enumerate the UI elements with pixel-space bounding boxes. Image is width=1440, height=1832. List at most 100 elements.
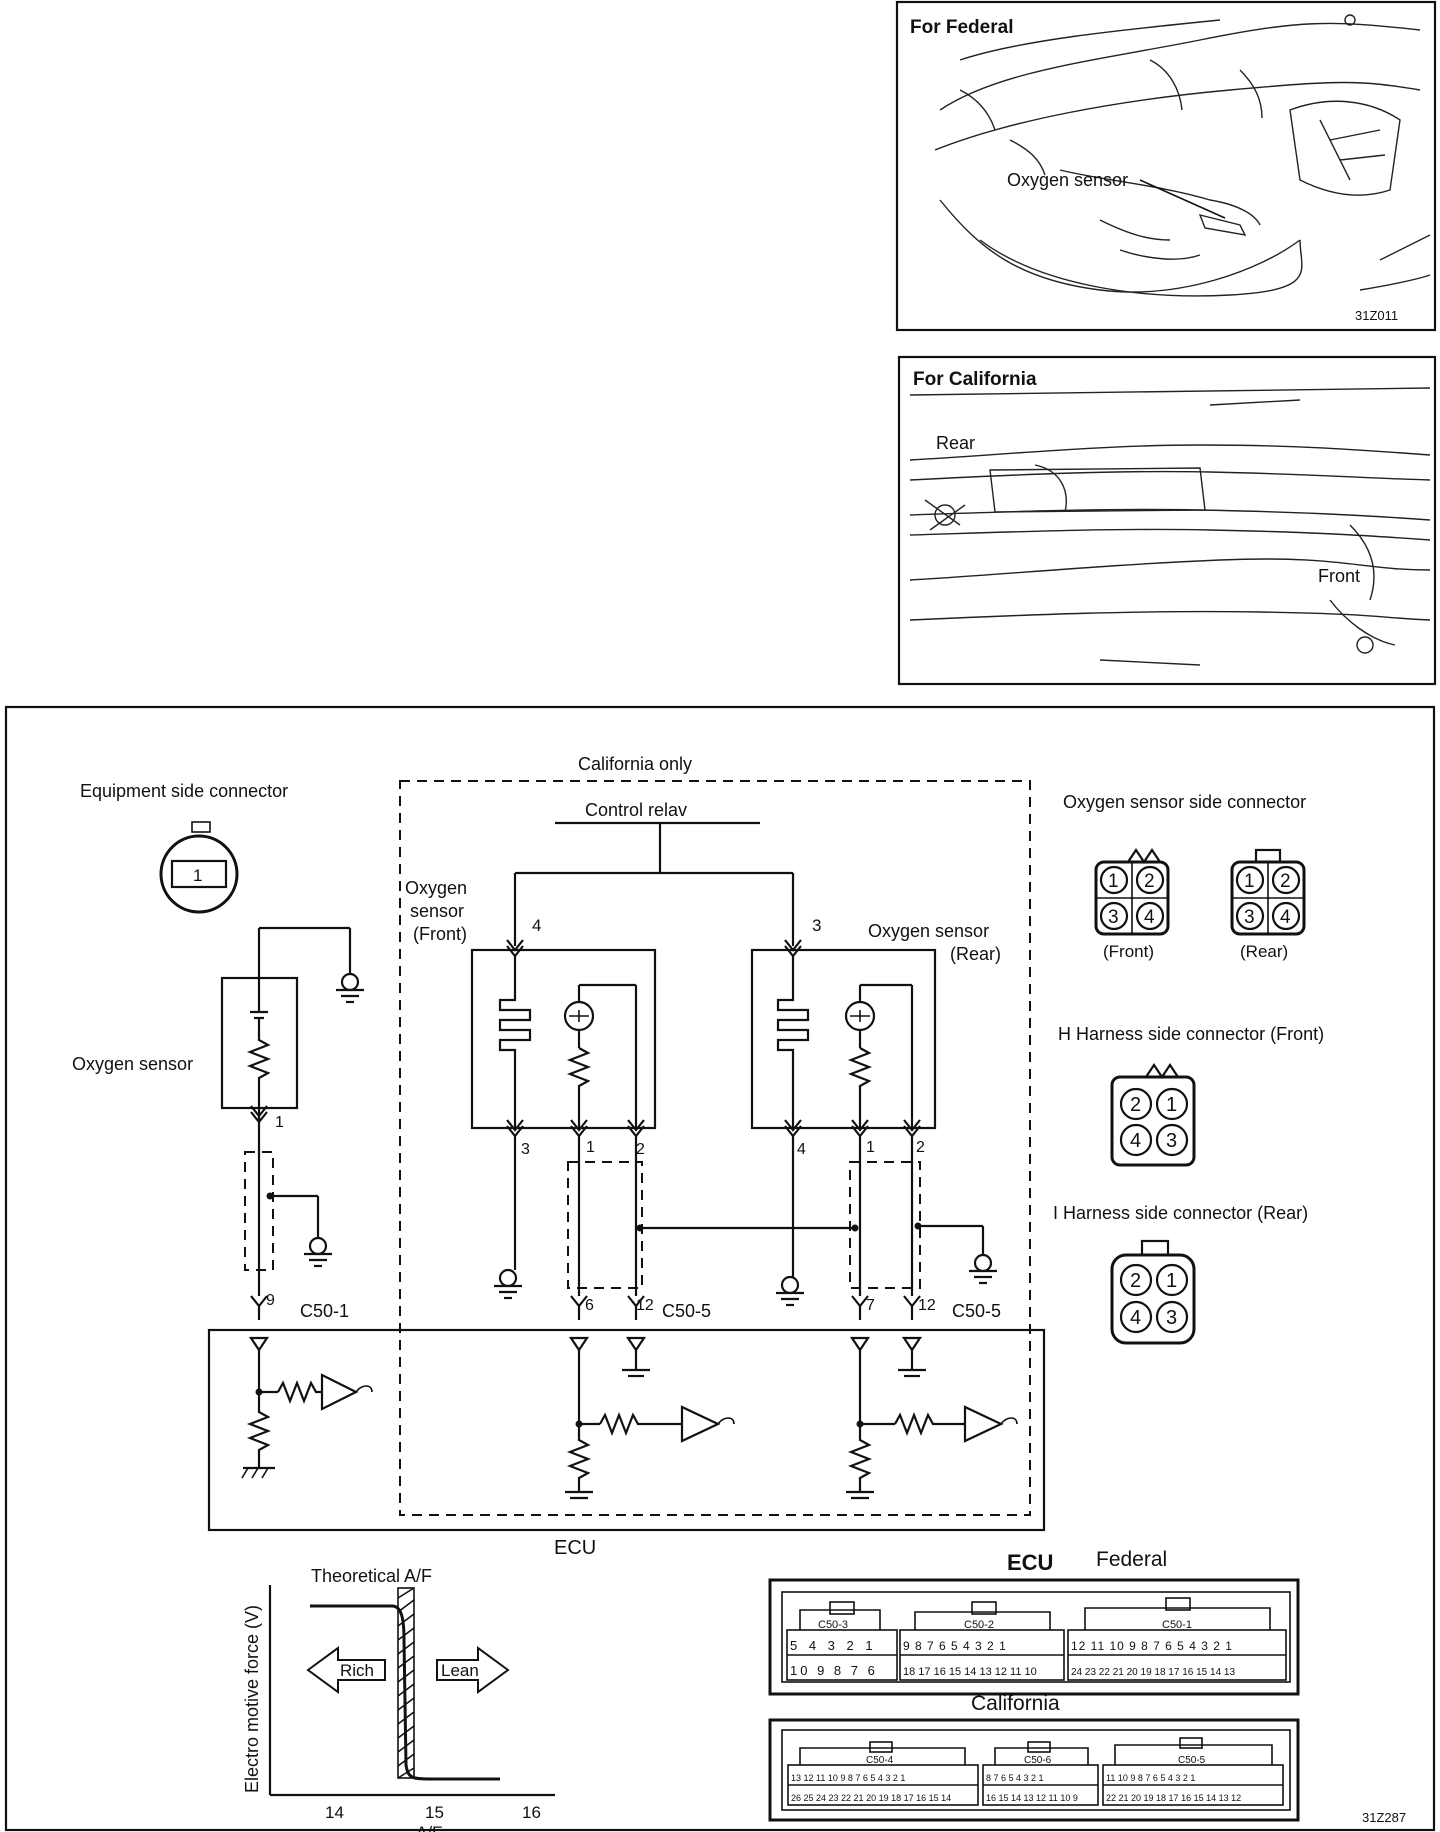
h-harness-connector: H Harness side connector (Front) 2 1 4 3 bbox=[1058, 1024, 1324, 1167]
equipment-pin-1: 1 bbox=[193, 866, 202, 885]
graph-ylabel: Electro motive force (V) bbox=[242, 1605, 262, 1793]
svg-text:5 4 3 2 1: 5 4 3 2 1 bbox=[790, 1638, 877, 1653]
federal-pin-1: 1 bbox=[275, 1114, 284, 1131]
svg-text:26 25 24 23 22 21 20 19 18 17: 26 25 24 23 22 21 20 19 18 17 16 15 14 bbox=[791, 1793, 951, 1803]
control-relay: Control relav bbox=[513, 800, 795, 946]
california-only-label: California only bbox=[578, 754, 692, 774]
equipment-side-connector: Equipment side connector 1 bbox=[80, 781, 288, 914]
svg-text:4: 4 bbox=[1130, 1130, 1141, 1152]
ecu-box: ECU bbox=[207, 1328, 1046, 1559]
o2-side-connector-label: Oxygen sensor side connector bbox=[1063, 792, 1306, 812]
svg-text:16 15 14 13 12 11 10 9: 16 15 14 13 12 11 10 9 bbox=[986, 1793, 1078, 1803]
front-pin-2: 2 bbox=[636, 1141, 645, 1158]
graph-tick-16: 16 bbox=[522, 1803, 541, 1822]
svg-text:12 11 10 9 8 7 6 5 4 3 2 1: 12 11 10 9 8 7 6 5 4 3 2 1 bbox=[1071, 1639, 1233, 1653]
federal-title: For Federal bbox=[910, 17, 1013, 38]
h-harness-label: H Harness side connector (Front) bbox=[1058, 1024, 1324, 1044]
svg-text:22 21 20 19 18 17 16 15 14 13: 22 21 20 19 18 17 16 15 14 13 12 bbox=[1106, 1793, 1241, 1803]
svg-text:9 8 7 6 5 4 3 2 1: 9 8 7 6 5 4 3 2 1 bbox=[903, 1639, 1007, 1653]
federal-c50-3: C50-3 bbox=[818, 1619, 848, 1631]
graph-tick-15: 15 bbox=[425, 1803, 444, 1822]
rear-pin-3: 3 bbox=[812, 916, 821, 935]
svg-text:11 10 9 8 7 6 5 4 3 2 1: 11 10 9 8 7 6 5 4 3 2 1 bbox=[1106, 1773, 1195, 1783]
california-connector-title: California bbox=[971, 1692, 1060, 1715]
front-pin-4: 4 bbox=[532, 916, 541, 935]
ecu-figure-code: 31Z287 bbox=[1362, 1810, 1406, 1825]
california-sketch bbox=[909, 387, 1431, 666]
equipment-connector-label: Equipment side connector bbox=[80, 781, 288, 801]
california-title: For California bbox=[913, 369, 1037, 390]
rear-pin-12: 12 bbox=[918, 1297, 936, 1314]
front-pin-12: 12 bbox=[636, 1297, 654, 1314]
federal-figure-code: 31Z011 bbox=[1355, 308, 1398, 323]
rear-c50-5-label: C50-5 bbox=[952, 1301, 1001, 1321]
front-pin-6: 6 bbox=[585, 1297, 594, 1314]
front-sensor-label-3: (Front) bbox=[413, 924, 467, 944]
svg-text:1: 1 bbox=[1244, 871, 1255, 892]
rear-sensor-label-2: (Rear) bbox=[950, 944, 1001, 964]
federal-c50-2: C50-2 bbox=[964, 1619, 994, 1631]
rear-sensor-label-1: Oxygen sensor bbox=[868, 921, 989, 941]
i-harness-connector: I Harness side connector (Rear) 2 1 4 3 bbox=[1053, 1203, 1308, 1345]
front-sensor-label-1: Oxygen bbox=[405, 878, 467, 898]
svg-text:4: 4 bbox=[1130, 1307, 1141, 1329]
ground-symbols bbox=[304, 972, 997, 1307]
front-oxygen-sensor: Oxygen sensor (Front) 4 3 1 2 6 12 bbox=[405, 878, 711, 1321]
svg-text:18 17 16 15 14 13 12 11 10: 18 17 16 15 14 13 12 11 10 bbox=[903, 1666, 1037, 1678]
svg-text:8 7 6 5 4 3 2 1: 8 7 6 5 4 3 2 1 bbox=[986, 1773, 1044, 1783]
svg-text:1: 1 bbox=[1166, 1094, 1177, 1116]
af-graph: Theoretical A/F Electro motive force (V)… bbox=[242, 1566, 555, 1832]
rear-pin-4: 4 bbox=[797, 1141, 806, 1158]
svg-text:13 12 11 10 9 8 7 6 5 4 3 2 1: 13 12 11 10 9 8 7 6 5 4 3 2 1 bbox=[791, 1773, 905, 1783]
svg-text:4: 4 bbox=[1144, 907, 1155, 928]
rear-pin-1: 1 bbox=[866, 1139, 875, 1156]
svg-text:3: 3 bbox=[1244, 907, 1255, 928]
svg-text:24 23 22 21 20 19 18 17 16 15: 24 23 22 21 20 19 18 17 16 15 14 13 bbox=[1071, 1667, 1235, 1678]
svg-text:1: 1 bbox=[1108, 871, 1119, 892]
graph-xlabel: A/F bbox=[416, 1823, 442, 1832]
federal-sketch bbox=[934, 14, 1431, 297]
svg-text:3: 3 bbox=[1166, 1130, 1177, 1152]
svg-text:2: 2 bbox=[1280, 871, 1291, 892]
graph-tick-14: 14 bbox=[325, 1803, 344, 1822]
c50-1-label: C50-1 bbox=[300, 1301, 349, 1321]
ecu-federal-connector: ECU Federal C50-3 C50-2 C50-1 5 4 3 2 1 … bbox=[768, 1548, 1300, 1696]
california-only-box bbox=[399, 780, 1031, 1516]
front-pin-3: 3 bbox=[521, 1141, 530, 1158]
california-rear-label: Rear bbox=[936, 433, 975, 453]
svg-text:10 9 8 7 6: 10 9 8 7 6 bbox=[790, 1663, 878, 1678]
lean-label: Lean bbox=[441, 1661, 479, 1680]
rear-pin-7: 7 bbox=[866, 1297, 875, 1314]
ecu-label: ECU bbox=[554, 1537, 596, 1559]
federal-pin-9: 9 bbox=[266, 1292, 275, 1309]
federal-oxygen-label: Oxygen sensor bbox=[1007, 170, 1128, 190]
federal-oxygen-sensor-label: Oxygen sensor bbox=[72, 1054, 193, 1074]
federal-connector-title: Federal bbox=[1096, 1548, 1167, 1571]
rear-pin-2: 2 bbox=[916, 1139, 925, 1156]
front-pin-1: 1 bbox=[586, 1139, 595, 1156]
federal-c50-1: C50-1 bbox=[1162, 1619, 1192, 1631]
svg-text:2: 2 bbox=[1130, 1094, 1141, 1116]
ecu-california-connector: California C50-4 C50-6 C50-5 13 12 11 10… bbox=[768, 1692, 1300, 1822]
i-harness-label: I Harness side connector (Rear) bbox=[1053, 1203, 1308, 1223]
svg-text:2: 2 bbox=[1144, 871, 1155, 892]
svg-text:3: 3 bbox=[1166, 1307, 1177, 1329]
svg-text:1: 1 bbox=[1166, 1270, 1177, 1292]
front-connector-caption: (Front) bbox=[1103, 942, 1154, 961]
front-sensor-label-2: sensor bbox=[410, 901, 464, 921]
federal-oxygen-sensor: Oxygen sensor 1 9 C50-1 bbox=[72, 926, 352, 1321]
graph-title: Theoretical A/F bbox=[311, 1566, 432, 1586]
svg-text:4: 4 bbox=[1280, 907, 1291, 928]
california-c50-5: C50-5 bbox=[1178, 1755, 1206, 1766]
ecu-connector-title: ECU bbox=[1007, 1550, 1053, 1575]
oxygen-sensor-side-connectors: Oxygen sensor side connector 1 2 3 4 (Fron… bbox=[1063, 792, 1306, 961]
federal-photo: For Federal Oxygen sensor 31Z011 bbox=[895, 0, 1437, 332]
rear-oxygen-sensor: 3 Oxygen sensor (Rear) 4 1 2 7 12 bbox=[750, 916, 1001, 1321]
svg-text:2: 2 bbox=[1130, 1270, 1141, 1292]
control-relay-label: Control relav bbox=[585, 800, 687, 820]
california-photo: For California Rear Front bbox=[897, 355, 1437, 686]
rear-connector-caption: (Rear) bbox=[1240, 942, 1288, 961]
california-front-label: Front bbox=[1318, 566, 1360, 586]
svg-text:3: 3 bbox=[1108, 907, 1119, 928]
